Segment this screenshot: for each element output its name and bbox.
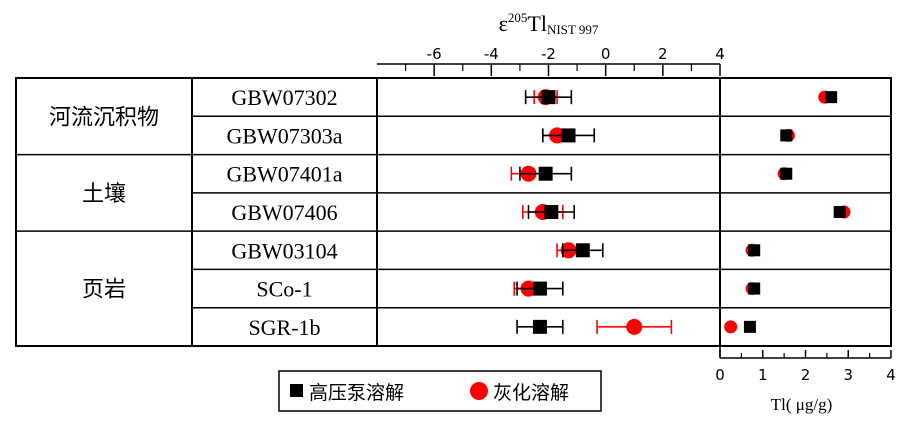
- epsilon-point-ashing: [596, 318, 673, 335]
- legend: 高压泵溶解 灰化溶解: [278, 370, 602, 412]
- epsilon-axis-title: ε205TlNIST 997: [499, 10, 599, 37]
- epsilon-tick-label: -6: [427, 45, 442, 63]
- group-label: 河流沉积物: [49, 104, 159, 129]
- epsilon-point-pressure: [516, 319, 564, 334]
- epsilon-tick-label: 0: [601, 45, 611, 63]
- epsilon-marker-circle: [626, 318, 643, 335]
- epsilon-marker-square: [561, 128, 576, 143]
- sample-label: GBW07406: [231, 200, 337, 225]
- tl-tick-label: 4: [886, 366, 896, 384]
- legend-label-ashing: 灰化溶解: [493, 382, 569, 404]
- tl-marker-square: [825, 91, 838, 104]
- tl-axis-title: Tl( μg/g): [771, 395, 833, 414]
- epsilon-tick-label: -2: [541, 45, 556, 63]
- epsilon-point-pressure: [561, 243, 604, 258]
- epsilon-marker-square: [538, 166, 553, 181]
- epsilon-marker-square: [532, 319, 547, 334]
- epsilon-marker-square: [532, 281, 547, 296]
- tl-tick-label: 0: [715, 366, 725, 384]
- sample-label: GBW07303a: [226, 123, 342, 148]
- tl-marker-square: [780, 167, 793, 180]
- tl-marker-square: [748, 244, 761, 257]
- sample-label: GBW07302: [231, 85, 337, 110]
- tl-marker-circle: [724, 320, 738, 334]
- axis-title-element: Tl: [527, 11, 547, 36]
- axis-title-subscript: NIST 997: [547, 22, 599, 37]
- epsilon-tick-label: 4: [715, 45, 725, 63]
- sample-label: SGR-1b: [248, 315, 320, 340]
- legend-marker-square: [290, 384, 303, 397]
- table-grid: [15, 77, 892, 347]
- epsilon-point-pressure: [516, 281, 564, 296]
- tl-tick-label: 3: [843, 366, 853, 384]
- legend-marker-circle: [470, 382, 488, 400]
- axis-title-superscript: 205: [508, 10, 528, 25]
- epsilon-point-pressure: [527, 205, 576, 219]
- tl-marker-square: [748, 282, 761, 295]
- sample-label: SCo-1: [256, 277, 312, 302]
- tl-tick-label: 1: [758, 366, 768, 384]
- sample-label: GBW03104: [231, 238, 337, 263]
- epsilon-marker-square: [575, 243, 590, 258]
- epsilon-point-pressure: [541, 128, 596, 143]
- table-frame: [15, 77, 892, 347]
- legend-frame: [278, 370, 602, 412]
- axis-title-epsilon: ε: [499, 11, 508, 36]
- epsilon-tick-label: 2: [658, 45, 668, 63]
- epsilon-point-pressure: [519, 166, 573, 181]
- epsilon-tick-label: -4: [484, 45, 499, 63]
- epsilon-marker-square: [544, 205, 559, 219]
- epsilon-point-pressure: [524, 90, 573, 105]
- tl-marker-square: [780, 129, 793, 142]
- group-label: 土壤: [82, 181, 126, 206]
- epsilon-marker-square: [541, 90, 556, 105]
- tl-marker-square: [743, 320, 756, 333]
- group-label: 页岩: [82, 277, 126, 302]
- sample-label: GBW07401a: [226, 162, 342, 187]
- tl-tick-label: 2: [801, 366, 811, 384]
- tl-marker-square: [833, 206, 846, 218]
- legend-label-pressure: 高压泵溶解: [309, 382, 404, 404]
